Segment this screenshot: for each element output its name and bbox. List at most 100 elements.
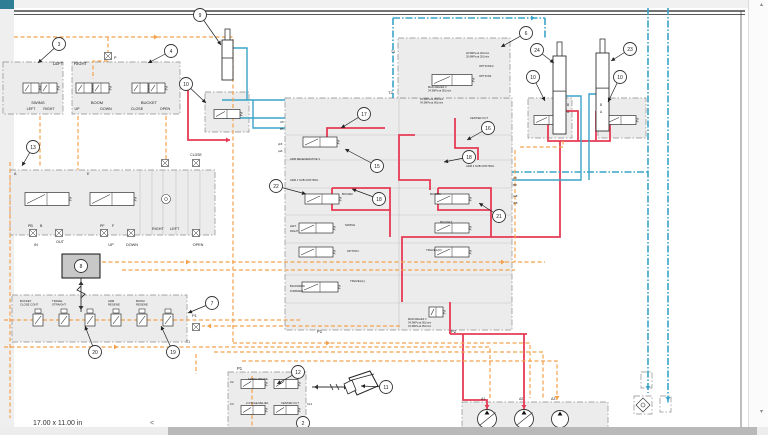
diagram-label-32: BOOM <box>136 299 145 303</box>
callout-leader-arrow <box>479 203 484 207</box>
valve-spring <box>468 249 472 255</box>
valve-spring <box>332 225 336 231</box>
cylinder-rod-1 <box>556 41 563 58</box>
diagram-label-37: SWING BRAKE <box>248 377 268 381</box>
diagram-label-1: RIGHT <box>74 61 87 66</box>
diagram-label-6: UP <box>75 107 81 111</box>
solenoid-flow <box>112 315 120 325</box>
diagram-label-12: A <box>14 172 17 176</box>
diagram-label-34: P1 <box>192 313 198 318</box>
solenoid-coil <box>138 308 146 314</box>
component-box-7 <box>397 37 511 99</box>
callout-circle-23 <box>623 42 637 56</box>
diagram-label-66: 34.3MPa at 95L/min <box>420 97 444 101</box>
callout-circle-3 <box>52 37 66 51</box>
diagram-label-23: RIGHT <box>152 227 164 231</box>
port-mark <box>55 229 63 237</box>
cyan-line <box>252 100 285 129</box>
callout-number-15: 15 <box>374 164 380 170</box>
orange-line <box>92 60 108 79</box>
valve-spring <box>338 196 342 202</box>
diagram-label-59: pa5 <box>278 149 283 153</box>
valve-flow-arrow <box>430 308 435 316</box>
diagram-label-49: TRAVEL(L) <box>350 279 365 283</box>
black-arrowhead <box>78 281 84 285</box>
diagram-label-45: BOOM2 <box>342 192 353 196</box>
diagram-label-61: B8 <box>513 183 517 187</box>
diagram-label-28: TRAVEL <box>52 299 63 303</box>
callout-leader-arrow <box>188 309 193 314</box>
rotary-joint-symbol <box>161 194 171 204</box>
diagram-label-21: UP <box>108 243 114 247</box>
port-mark <box>100 229 108 237</box>
diagram-label-10: OPEN <box>160 107 171 111</box>
solenoid-flow <box>138 315 146 325</box>
diagram-label-47: SWING <box>345 223 356 227</box>
callout-leader-arrow <box>611 57 616 61</box>
callout-circle-19 <box>166 345 180 359</box>
diagram-label-7: DOWN <box>100 107 112 111</box>
diagram-label-74: OPTION2 <box>479 74 492 78</box>
callout-leader-arrow <box>549 58 554 63</box>
black-line <box>76 285 86 299</box>
link-tick <box>335 383 340 391</box>
red-line <box>398 134 431 190</box>
valve-flow-arrow <box>304 138 319 146</box>
valve-flow-arrow <box>242 407 252 413</box>
callout-leader-arrow <box>607 97 612 102</box>
diagram-label-40: C2 <box>230 380 234 384</box>
callout-leader-arrow <box>84 326 89 331</box>
valve-spring <box>264 407 268 413</box>
callout-number-12: 12 <box>295 370 301 376</box>
orange-arrowhead <box>114 344 118 350</box>
callout-circle-24 <box>530 43 544 57</box>
valve-flow-arrow <box>150 84 156 92</box>
callout-circle-7 <box>205 296 219 310</box>
diagram-label-78: T2 <box>388 90 393 95</box>
valve-flow-arrow <box>436 224 451 232</box>
valve-flow-arrow <box>436 195 451 203</box>
callout-circle-13 <box>26 140 40 154</box>
diagram-label-73: OPTION1/2 <box>479 64 494 68</box>
pump-outlet-triangle-1 <box>521 410 527 415</box>
valve-spring <box>164 85 168 91</box>
callout-circle-9 <box>193 8 207 22</box>
solenoid-flow <box>164 315 172 325</box>
vertical-scrollbar[interactable]: ▴ ▾ <box>748 0 768 427</box>
pump-variable-arrow-1 <box>516 412 533 426</box>
diagram-label-77: T4 <box>391 50 395 54</box>
solenoid-flow <box>60 315 68 325</box>
diagram-label-85: A1 <box>481 397 485 401</box>
port-mark <box>104 52 112 60</box>
orange-arrowhead <box>186 259 190 265</box>
callout-circle-10 <box>613 70 627 84</box>
diagram-label-17: IN <box>34 243 38 247</box>
diagram-label-80: P2 <box>451 329 457 334</box>
vscroll-up-arrow[interactable]: ▴ <box>759 2 763 8</box>
diagram-label-75: MAIN RELIEF V <box>428 85 447 89</box>
orange-arrowhead <box>154 34 158 40</box>
valve-spring <box>108 85 112 91</box>
callout-number-23: 23 <box>627 47 633 53</box>
valve-flow-arrow <box>94 84 100 92</box>
vscroll-down-arrow[interactable]: ▾ <box>759 409 763 415</box>
diagram-label-27: CLOSE CONT <box>20 303 38 307</box>
callout-number-10: 10 <box>183 82 189 88</box>
diagram-label-15: PB <box>28 224 33 228</box>
valve-flow-arrow <box>91 194 111 204</box>
orange-line <box>233 342 531 398</box>
valve-flow-arrow <box>133 84 139 92</box>
solenoid-coil <box>34 308 42 314</box>
diagram-label-33: REGENE <box>136 303 148 307</box>
callout-leader-arrow <box>444 159 449 164</box>
solenoid-coil <box>60 308 68 314</box>
diagram-label-76: 34.3MPa at 95L/min <box>428 89 452 93</box>
callout-number-11: 11 <box>383 385 388 391</box>
solenoid-flow <box>34 315 42 325</box>
component-box-13 <box>633 395 653 415</box>
valve-flow-arrow <box>303 283 319 291</box>
valve-spring <box>468 225 472 231</box>
valve-flow-arrow <box>42 84 48 92</box>
pump-outlet-triangle-0 <box>484 410 490 415</box>
